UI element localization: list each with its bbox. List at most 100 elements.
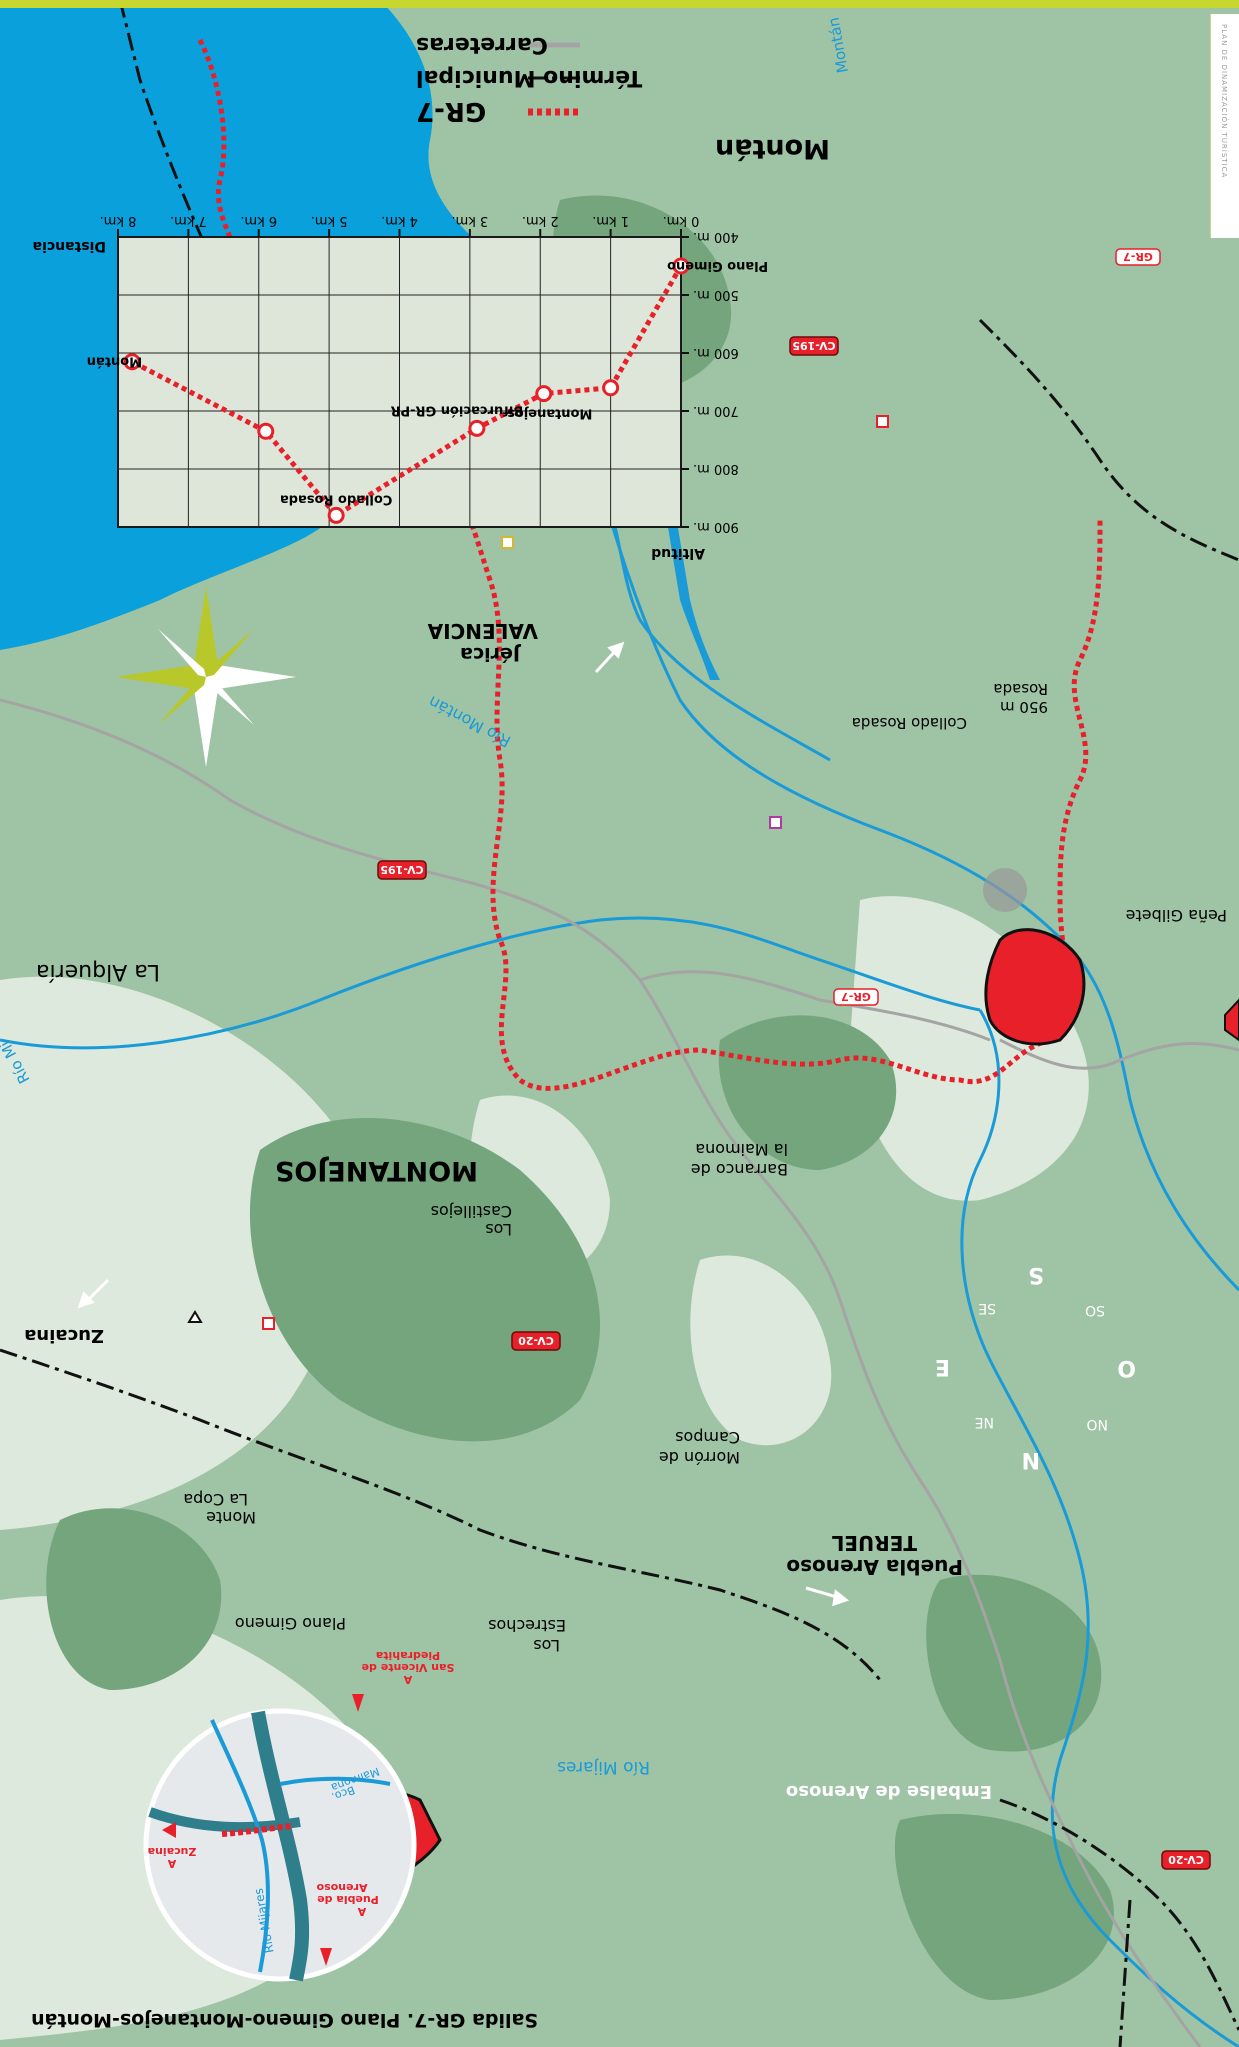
elevation-point (535, 385, 553, 403)
compass-o: O (1117, 1355, 1136, 1380)
x-tick-label: 7 km. (170, 213, 207, 228)
compass-rose (116, 587, 296, 767)
place-label-los-estrechos-1: Los (533, 1636, 560, 1655)
x-tick-label: 8 km. (100, 213, 137, 228)
place-label-puebla-arenoso: Puebla Arenoso (786, 1555, 963, 1579)
elevation-profile-chart: 0 km.1 km.2 km.3 km.4 km.5 km.6 km.7 km.… (33, 213, 769, 561)
svg-text:GR-7: GR-7 (1123, 250, 1153, 263)
elevation-point-label: Plano Gimeno (667, 258, 768, 273)
road-badge-cv195-b: CV-195 (377, 860, 427, 880)
x-tick-label: 3 km. (452, 213, 489, 228)
place-label-barranco-2: la Maimona (695, 1140, 788, 1159)
y-tick-label: 400 m. (693, 229, 739, 244)
inset-road-main (251, 1710, 310, 1982)
road-badge-cv20-b: CV-20 (1161, 1850, 1211, 1870)
elevation-point (602, 379, 620, 397)
place-label-valencia: VALENCIA (427, 619, 538, 643)
elevation-point (672, 257, 690, 275)
inset-label-a-puebla-2: Puebla de (317, 1893, 379, 1906)
inset-detail-map: A Puebla de Arenoso A Zucaina Bco. Maimo… (143, 1649, 454, 1982)
compass-so: SO (1085, 1302, 1105, 1318)
place-label-los-castillejos-1: Los (485, 1220, 512, 1239)
arrow-zucaina-head-icon (77, 1291, 95, 1309)
x-tick-label: 1 km. (592, 213, 629, 228)
town-label-montan: Montán (715, 133, 830, 164)
place-label-la-alqueria: La Alquería (36, 959, 160, 984)
gr7-trail (197, 38, 1103, 1091)
elevation-point (468, 419, 486, 437)
place-label-zucaina: Zucaina (24, 1325, 104, 1346)
elevation-point-label: Bifurcación GR-PR (391, 402, 524, 417)
elevation-point (123, 353, 141, 371)
place-label-morron-campos-2: Campos (675, 1428, 740, 1447)
elevation-point-label: Collado Rosada (280, 491, 392, 506)
place-label-embalse: Embalse de Arenoso (786, 1781, 992, 1802)
x-tick-label: 2 km. (522, 213, 559, 228)
x-tick-label: 6 km. (240, 213, 277, 228)
marker-collado-rosada (262, 1317, 275, 1330)
compass-se: SE (978, 1300, 996, 1316)
y-tick-label: 900 m. (693, 519, 739, 534)
y-tick-label: 800 m. (693, 461, 739, 476)
place-label-los-castillejos-2: Castillejos (431, 1202, 512, 1221)
map-title: Salida GR-7. Plano Gimeno-Montanejos-Mon… (31, 2009, 538, 2031)
road-badge-cv20-a: CV-20 (511, 1331, 561, 1351)
inset-barranco (279, 1776, 391, 1786)
inset-label-a-sanvicente-1: A (403, 1673, 412, 1686)
place-label-pena-gilbete: Peña Gilbete (1126, 906, 1227, 925)
inset-arrow-zucaina-icon (162, 1822, 176, 1838)
place-label-monte-la-copa-1: Monte (206, 1508, 256, 1527)
place-label-los-estrechos-2: Estrechos (488, 1616, 566, 1635)
arrow-puebla-head-icon (832, 1589, 850, 1607)
legend: Carreteras Término Municipal GR-7 (416, 32, 642, 126)
river-label-rio-mijares: Río Mijares (557, 1757, 650, 1777)
trail-badge-gr7-a: GR-7 (1115, 248, 1161, 266)
y-tick-label: 600 m. (693, 345, 739, 360)
trail-badge-gr7-b: GR-7 (833, 988, 879, 1006)
inset-arrow-puebla-icon (320, 1948, 332, 1966)
svg-text:CV-20: CV-20 (518, 1334, 554, 1347)
chart-ticks: 0 km.1 km.2 km.3 km.4 km.5 km.6 km.7 km.… (100, 213, 739, 534)
elevation-point-label: Montán (87, 354, 142, 369)
side-tab-text: PLAN DE DINAMIZACIÓN TURÍSTICA (1220, 24, 1228, 179)
place-label-plano-gimeno: Plano Gimeno (235, 1614, 346, 1633)
compass-no: NO (1087, 1416, 1109, 1432)
inset-river (210, 1719, 270, 1973)
compass-ne: NE (975, 1414, 994, 1430)
roads (0, 698, 1239, 2047)
legend-trail-label: GR-7 (416, 96, 486, 126)
inset-label-a-sanvicente-3: Piedrahita (376, 1649, 440, 1662)
elevation-points (123, 257, 690, 524)
road-badges: CV-195 CV-195 CV-20 CV-20 GR-7 GR-7 (377, 248, 1211, 1870)
x-axis-title: Distancia (33, 238, 106, 254)
inset-label-a-puebla-3: Arenoso (316, 1881, 367, 1894)
inset-background (143, 1708, 417, 1982)
side-tab: PLAN DE DINAMIZACIÓN TURÍSTICA (1210, 14, 1239, 238)
direction-arrows (77, 641, 850, 1607)
place-label-jerica: Jérica (460, 643, 522, 665)
peak-label-name: Rosada (993, 680, 1048, 698)
elevation-point (327, 506, 345, 524)
chart-grid (117, 236, 682, 528)
x-tick-label: 0 km. (663, 213, 700, 228)
compass-n: N (1022, 1447, 1040, 1472)
elevation-point-label: Montanejos (507, 406, 593, 421)
elevation-point (257, 422, 275, 440)
peak-rosada-icon (187, 1310, 203, 1323)
town-alqueria-edge (1224, 998, 1239, 1042)
inset-arrows (162, 1694, 364, 1966)
place-label-teruel: TERUEL (831, 1531, 917, 1555)
inset-label-a-zucaina-2: Zucaina (148, 1845, 197, 1858)
place-label-collado-rosada: Collado Rosada (852, 714, 967, 732)
svg-text:CV-195: CV-195 (380, 863, 423, 876)
svg-text:CV-20: CV-20 (1168, 1853, 1204, 1866)
legend-road-label: Carreteras (416, 32, 548, 57)
inset-label-a-zucaina-1: A (167, 1857, 176, 1870)
inset-road-branch (148, 1807, 301, 1833)
marker-los-castillejos (769, 816, 782, 829)
marker-plano-gimeno (876, 415, 889, 428)
